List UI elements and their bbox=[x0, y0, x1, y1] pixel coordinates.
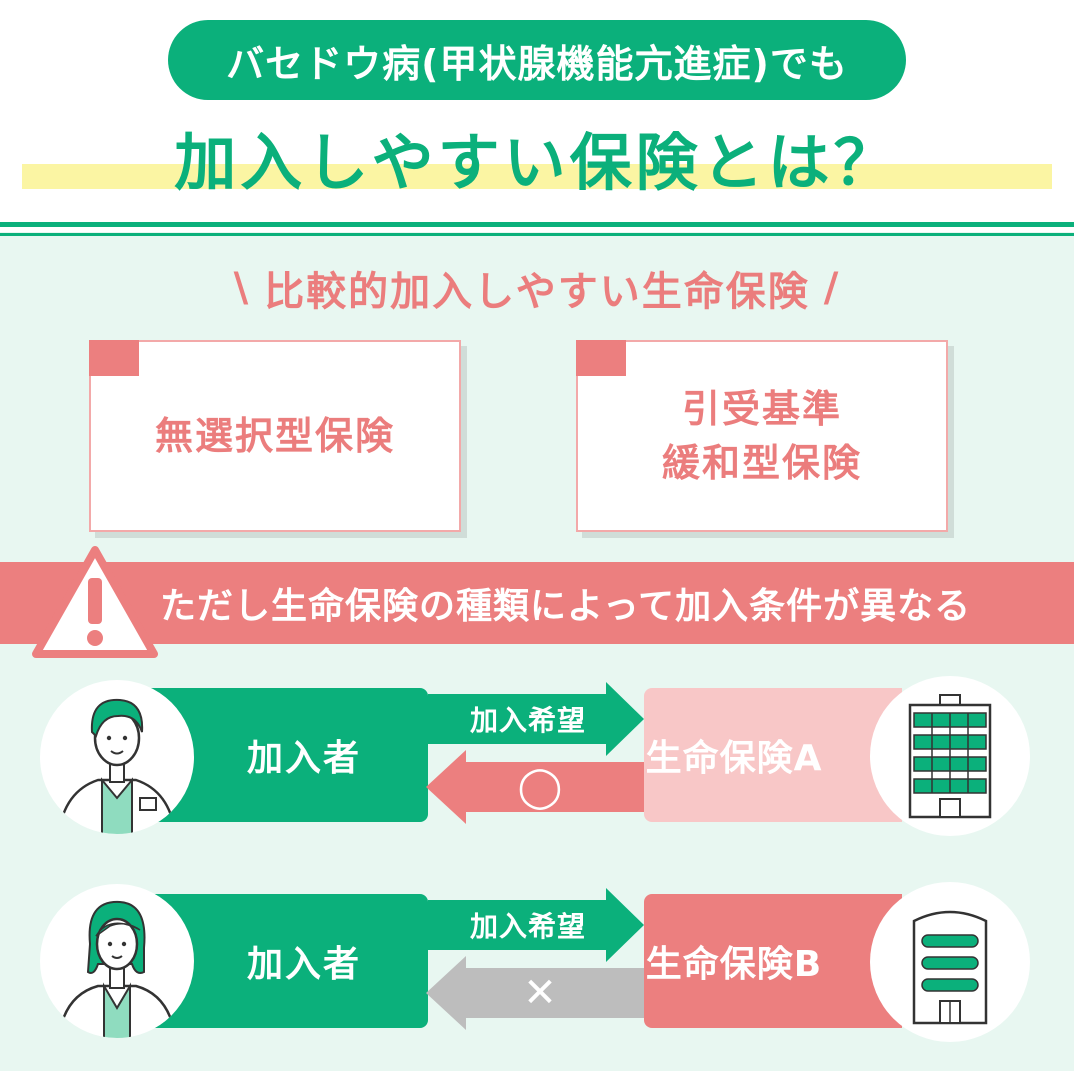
applicant-label: 加入者 bbox=[246, 738, 361, 779]
heading-slash-left: \ bbox=[233, 265, 251, 311]
company-label: 生命保険A bbox=[645, 738, 823, 779]
result-arrow-b bbox=[426, 956, 644, 1030]
company-box-a: 生命保険A bbox=[644, 688, 902, 822]
card-tab-marker bbox=[89, 340, 139, 376]
card-label-line2: 緩和型保険 bbox=[661, 441, 862, 485]
header-divider-thick bbox=[0, 222, 1074, 227]
warning-text: ただし生命保険の種類によって加入条件が異なる bbox=[160, 586, 972, 627]
request-label: 加入希望 bbox=[469, 910, 586, 943]
woman-avatar-icon bbox=[40, 884, 194, 1038]
result-mark-approved: ◯ bbox=[517, 764, 563, 810]
company-label: 生命保険B bbox=[645, 944, 823, 985]
section-heading: \ 比較的加入しやすい生命保険 / bbox=[0, 258, 1074, 318]
hospital-building-icon bbox=[870, 882, 1030, 1042]
card-label-line1: 引受基準 bbox=[681, 387, 842, 431]
result-mark-rejected: ✕ bbox=[523, 970, 557, 1016]
man-avatar-icon bbox=[40, 680, 194, 834]
heading-slash-right: / bbox=[823, 265, 841, 311]
applicant-box-a: 加入者 bbox=[150, 688, 428, 822]
office-building-icon bbox=[870, 676, 1030, 836]
warning-band bbox=[0, 562, 1074, 644]
header-divider-thin bbox=[0, 233, 1074, 236]
applicant-box-b: 加入者 bbox=[150, 894, 428, 1028]
company-box-b: 生命保険B bbox=[644, 894, 902, 1028]
applicant-label: 加入者 bbox=[246, 944, 361, 985]
subtitle-pill: バセドウ病(甲状腺機能亢進症)でも bbox=[168, 20, 906, 100]
insurance-card-no-selection: 無選択型保険 bbox=[89, 340, 461, 532]
title-highlight bbox=[22, 164, 1052, 189]
request-label: 加入希望 bbox=[469, 704, 586, 737]
card-label: 無選択型保険 bbox=[154, 414, 395, 458]
heading-text: 比較的加入しやすい生命保険 bbox=[264, 269, 810, 315]
request-arrow-b bbox=[428, 888, 644, 962]
result-arrow-a bbox=[426, 750, 644, 824]
request-arrow-a bbox=[428, 682, 644, 756]
page-title: 加入しやすい保険とは？ bbox=[174, 126, 900, 199]
card-tab-marker bbox=[576, 340, 626, 376]
insurance-card-relaxed: 引受基準 緩和型保険 bbox=[576, 340, 948, 532]
warning-triangle-icon bbox=[32, 546, 158, 658]
